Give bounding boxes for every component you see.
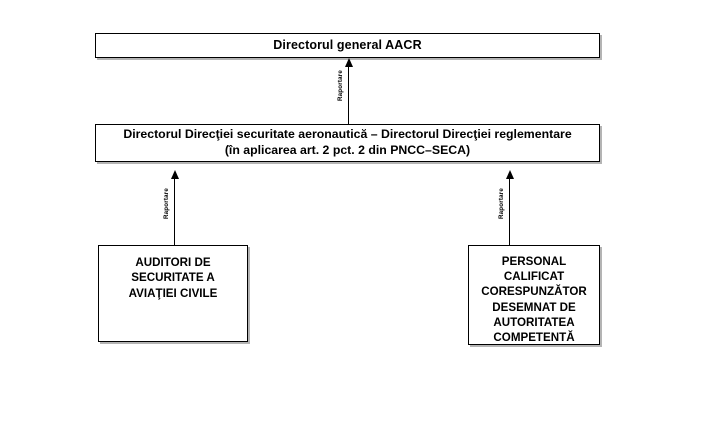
connector-label-raportare: Raportare [163,188,170,220]
node-directors-label: Directorul Direcţiei securitate aeronaut… [123,127,572,157]
connector-shaft [509,177,510,245]
node-directors[interactable]: Directorul Direcţiei securitate aeronaut… [95,124,600,162]
connector-shaft [348,65,349,124]
node-auditors-label: AUDITORI DE SECURITATE A AVIAŢIEI CIVILE [128,256,218,300]
connector-shaft [174,177,175,245]
arrowhead-up-icon [344,58,353,67]
node-qualified-personnel[interactable]: PERSONAL CALIFICAT CORESPUNZĂTOR DESEMNA… [468,245,600,345]
node-qualified-personnel-label: PERSONAL CALIFICAT CORESPUNZĂTOR DESEMNA… [481,255,587,344]
connector-label-raportare: Raportare [498,188,505,220]
node-auditors[interactable]: AUDITORI DE SECURITATE A AVIAŢIEI CIVILE [98,245,248,342]
connector-label-raportare: Raportare [337,70,344,102]
arrowhead-up-icon [505,170,514,179]
node-director-general-label: Directorul general AACR [273,38,422,53]
arrowhead-up-icon [170,170,179,179]
node-director-general[interactable]: Directorul general AACR [95,33,600,58]
